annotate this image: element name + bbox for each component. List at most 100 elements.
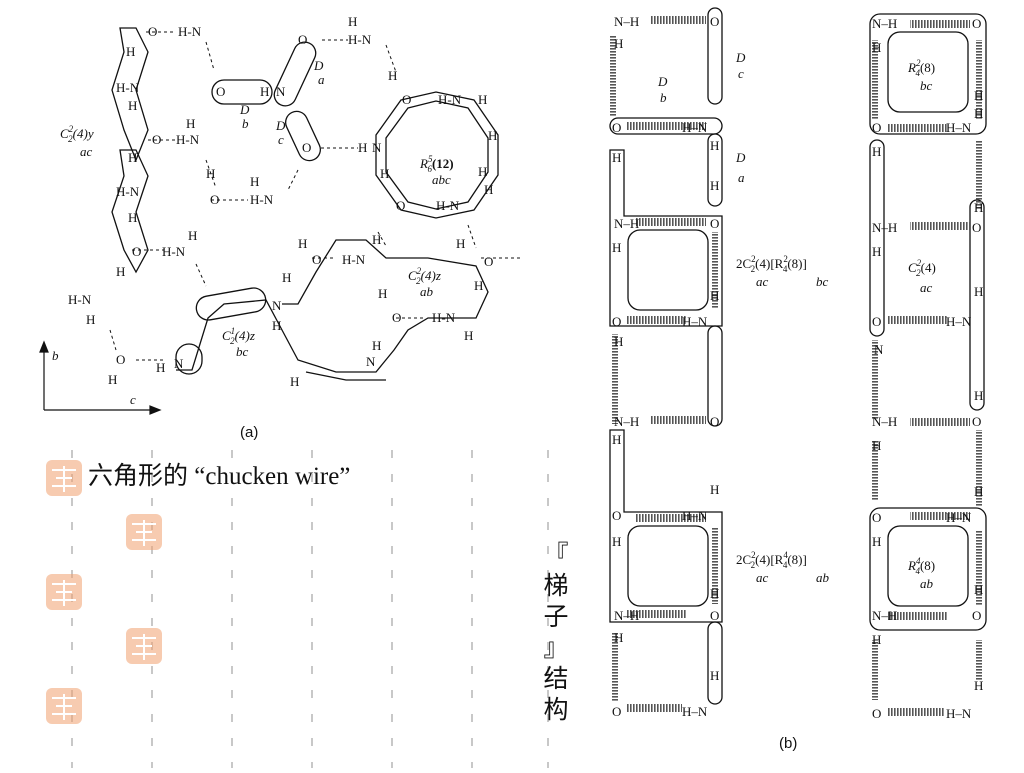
svg-text:N: N xyxy=(272,298,282,313)
svg-text:O: O xyxy=(872,510,881,525)
svg-text:H: H xyxy=(348,14,357,29)
seal-stamp-icon xyxy=(126,628,162,664)
svg-text:H: H xyxy=(290,374,299,389)
svg-text:ac: ac xyxy=(756,570,769,585)
svg-text:H-N: H-N xyxy=(432,310,456,325)
svg-text:O: O xyxy=(972,220,981,235)
svg-text:H: H xyxy=(484,182,493,197)
svg-text:O: O xyxy=(148,24,157,39)
svg-text:D: D xyxy=(239,102,250,117)
svg-text:H-N: H-N xyxy=(176,132,200,147)
svg-text:H: H xyxy=(710,178,719,193)
svg-text:H: H xyxy=(974,484,983,499)
svg-text:H: H xyxy=(872,40,881,55)
title-ladder-char: 『 xyxy=(543,542,569,569)
svg-text:H: H xyxy=(974,678,983,693)
svg-text:H: H xyxy=(478,92,487,107)
svg-text:H-N: H-N xyxy=(178,24,202,39)
title-ladder-char: 构 xyxy=(543,697,569,724)
svg-text:D: D xyxy=(275,118,286,133)
svg-text:H: H xyxy=(126,44,135,59)
svg-text:H: H xyxy=(614,630,623,645)
title-ladder-char: 子 xyxy=(543,604,569,631)
svg-text:H: H xyxy=(128,210,137,225)
seal-stamp-icon xyxy=(46,574,82,610)
svg-text:H: H xyxy=(612,534,621,549)
svg-text:H: H xyxy=(488,128,497,143)
svg-text:O: O xyxy=(710,608,719,623)
svg-text:H: H xyxy=(464,328,473,343)
svg-text:C12(4)z: C12(4)z xyxy=(222,326,255,346)
svg-text:H: H xyxy=(116,264,125,279)
svg-text:N–H: N–H xyxy=(614,608,639,623)
svg-text:H-N: H-N xyxy=(250,192,274,207)
seal-stamp-icon xyxy=(126,514,162,550)
axis-b-label: b xyxy=(52,348,59,363)
svg-text:H–N: H–N xyxy=(682,508,708,523)
svg-text:H–N: H–N xyxy=(682,120,708,135)
svg-text:H: H xyxy=(612,150,621,165)
svg-text:H: H xyxy=(186,116,195,131)
svg-text:O: O xyxy=(972,414,981,429)
svg-text:H: H xyxy=(872,632,881,647)
svg-text:H: H xyxy=(974,200,983,215)
svg-text:O: O xyxy=(298,32,307,47)
svg-text:a: a xyxy=(318,72,325,87)
svg-text:H-N: H-N xyxy=(342,252,366,267)
svg-text:O: O xyxy=(710,14,719,29)
svg-text:H: H xyxy=(710,668,719,683)
svg-text:O: O xyxy=(710,216,719,231)
svg-text:b: b xyxy=(660,90,667,105)
svg-text:H: H xyxy=(260,84,269,99)
svg-text:H: H xyxy=(188,228,197,243)
title-ladder-char: 梯 xyxy=(543,573,569,600)
title-ladder-char: 结 xyxy=(543,666,569,693)
svg-text:N: N xyxy=(366,354,376,369)
svg-text:H: H xyxy=(872,438,881,453)
svg-text:H: H xyxy=(108,372,117,387)
svg-text:O: O xyxy=(612,508,621,523)
svg-text:H: H xyxy=(614,36,623,51)
svg-text:O: O xyxy=(612,120,621,135)
caption-b: (b) xyxy=(779,735,798,752)
svg-text:H–N: H–N xyxy=(946,314,972,329)
svg-text:D: D xyxy=(657,74,668,89)
title-hexagonal: 六角形的 “chucken wire” xyxy=(88,463,351,490)
svg-text:C22(4)y: C22(4)y xyxy=(60,124,94,144)
svg-text:R24(8): R24(8) xyxy=(907,58,935,78)
svg-text:H: H xyxy=(86,312,95,327)
svg-text:H: H xyxy=(250,174,259,189)
svg-text:H–N: H–N xyxy=(682,314,708,329)
svg-text:O: O xyxy=(972,16,981,31)
svg-text:bc: bc xyxy=(816,274,829,289)
svg-text:H–N: H–N xyxy=(682,704,708,719)
svg-text:H: H xyxy=(128,150,137,165)
svg-text:H: H xyxy=(378,286,387,301)
title-ladder: 『 梯 子 』 结 构 xyxy=(536,540,576,726)
svg-text:N–H: N–H xyxy=(614,414,639,429)
svg-text:R44(8): R44(8) xyxy=(907,556,935,576)
svg-text:H-N: H-N xyxy=(116,80,140,95)
svg-text:O: O xyxy=(872,706,881,721)
svg-text:H-N: H-N xyxy=(162,244,186,259)
svg-text:H: H xyxy=(128,98,137,113)
svg-text:H: H xyxy=(478,164,487,179)
svg-text:O: O xyxy=(612,704,621,719)
svg-text:N–H: N–H xyxy=(614,216,639,231)
svg-text:H-N: H-N xyxy=(436,198,460,213)
svg-text:O: O xyxy=(152,132,161,147)
svg-text:O: O xyxy=(484,254,493,269)
svg-text:H–N: H–N xyxy=(946,120,972,135)
svg-text:N: N xyxy=(372,140,382,155)
svg-text:H: H xyxy=(372,232,381,247)
title-ladder-char: 』 xyxy=(543,635,569,662)
svg-text:a: a xyxy=(738,170,745,185)
svg-text:ac: ac xyxy=(756,274,769,289)
svg-text:H: H xyxy=(380,166,389,181)
svg-text:H: H xyxy=(612,240,621,255)
svg-text:H: H xyxy=(974,88,983,103)
svg-text:H: H xyxy=(974,582,983,597)
svg-text:H: H xyxy=(974,388,983,403)
